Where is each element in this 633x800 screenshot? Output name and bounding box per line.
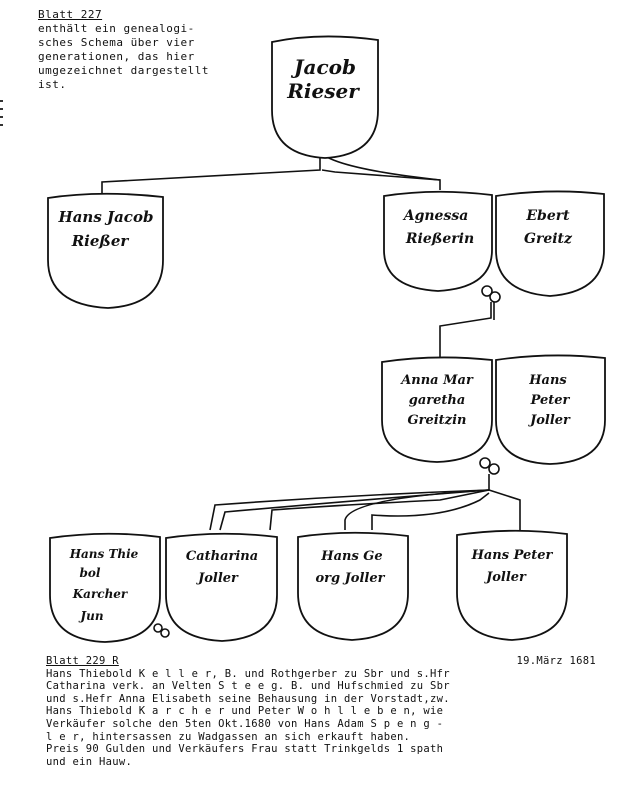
footer-line: Hans Thiebold K a r c h e r und Peter W … xyxy=(46,705,444,718)
shield-g3b-name: Peter xyxy=(530,393,571,408)
shield-g4a-name: Karcher xyxy=(72,587,129,601)
header-line: ist. xyxy=(38,78,67,91)
shield-g4c xyxy=(297,531,409,641)
footer-page: Blatt 229 R xyxy=(46,655,119,667)
shield-g4b xyxy=(165,532,278,642)
shield-g1-name: Jacob xyxy=(290,55,356,79)
shield-g3a-name: Anna Mar xyxy=(399,373,474,388)
shield-g3a-name: Greitzin xyxy=(408,413,467,428)
marriage-ring xyxy=(481,285,493,297)
footer-header: Blatt 229 R 19.März 1681 xyxy=(46,655,596,668)
connector-line xyxy=(344,489,490,530)
shield-g4a-name: Jun xyxy=(78,609,103,623)
footer-line: Preis 90 Gulden und Verkäufers Frau stat… xyxy=(46,743,444,756)
shield-g4c-name: org Joller xyxy=(316,571,386,586)
shield-g2b-name: Rießerin xyxy=(405,231,474,247)
shield-g1-name: Rieser xyxy=(286,79,360,103)
shield-g4b-name: Joller xyxy=(195,571,239,586)
marriage-ring xyxy=(153,623,163,633)
shield-g4a-name: Hans Thie xyxy=(69,547,139,561)
connector-line xyxy=(371,492,490,530)
shield-g3b xyxy=(495,354,606,465)
shield-g1 xyxy=(271,35,379,159)
shield-g2b xyxy=(383,190,493,292)
shield-g2a-name: Rießer xyxy=(71,232,130,250)
marriage-ring xyxy=(479,457,491,469)
header-line: generationen, das hier xyxy=(38,50,195,63)
shield-g4d-name: Joller xyxy=(483,570,527,585)
shield-g2c-name: Greitz xyxy=(524,231,573,247)
marriage-ring xyxy=(488,463,500,475)
marriage-ring xyxy=(160,628,170,638)
shield-g2b-name: Agnessa xyxy=(402,208,469,224)
footer-record: Blatt 229 R 19.März 1681 Hans Thiebold K… xyxy=(46,655,626,768)
header-note: Blatt 227 enthält ein genealogi- sches S… xyxy=(38,8,209,92)
shield-g4d-name: Hans Peter xyxy=(471,548,554,563)
connector-line xyxy=(488,489,521,530)
footer-line: und s.Hefr Anna Elisabeth seine Behausun… xyxy=(46,692,450,705)
footer-line: Catharina verk. an Velten S t e e g. B. … xyxy=(46,680,450,693)
connector-line xyxy=(209,489,490,531)
shield-g4b-name: Catharina xyxy=(186,549,258,564)
connector-line xyxy=(269,489,490,531)
connector-line xyxy=(101,150,321,195)
shield-g3a xyxy=(381,356,493,463)
shield-g2c-name: Ebert xyxy=(525,208,570,224)
footer-line: Hans Thiebold K e l l e r, B. und Rothge… xyxy=(46,667,450,680)
shield-g3b-name: Hans xyxy=(528,373,567,388)
connector-line xyxy=(321,169,441,190)
shield-g3b-name: Joller xyxy=(527,413,571,428)
shield-g2a-name: Hans Jacob xyxy=(58,208,154,226)
genealogy-tree: Jacob Rieser Hans Jacob Rießer Agnessa R… xyxy=(47,35,606,643)
shield-g2c xyxy=(495,190,605,297)
shield-g4a-name: bol xyxy=(80,566,101,580)
footer-date: 19.März 1681 xyxy=(516,655,596,667)
shield-g2a xyxy=(47,192,164,309)
footer-line: und ein Hauw. xyxy=(46,755,133,768)
footer-line: Verkäufer solche den 5ten Okt.1680 von H… xyxy=(46,717,444,730)
shield-g4d xyxy=(456,529,568,641)
marriage-ring xyxy=(489,291,501,303)
shield-g4a xyxy=(49,532,161,643)
header-line: sches Schema über vier xyxy=(38,36,195,49)
connector-line xyxy=(439,302,492,360)
shield-g4c-name: Hans Ge xyxy=(320,549,382,564)
footer-line: l e r, hintersassen zu Wadgassen an sich… xyxy=(46,730,411,743)
shield-g3a-name: garetha xyxy=(409,393,466,408)
header-line: umgezeichnet dargestellt xyxy=(38,64,209,77)
header-line: enthält ein genealogi- xyxy=(38,22,195,35)
header-title: Blatt 227 xyxy=(38,8,103,21)
